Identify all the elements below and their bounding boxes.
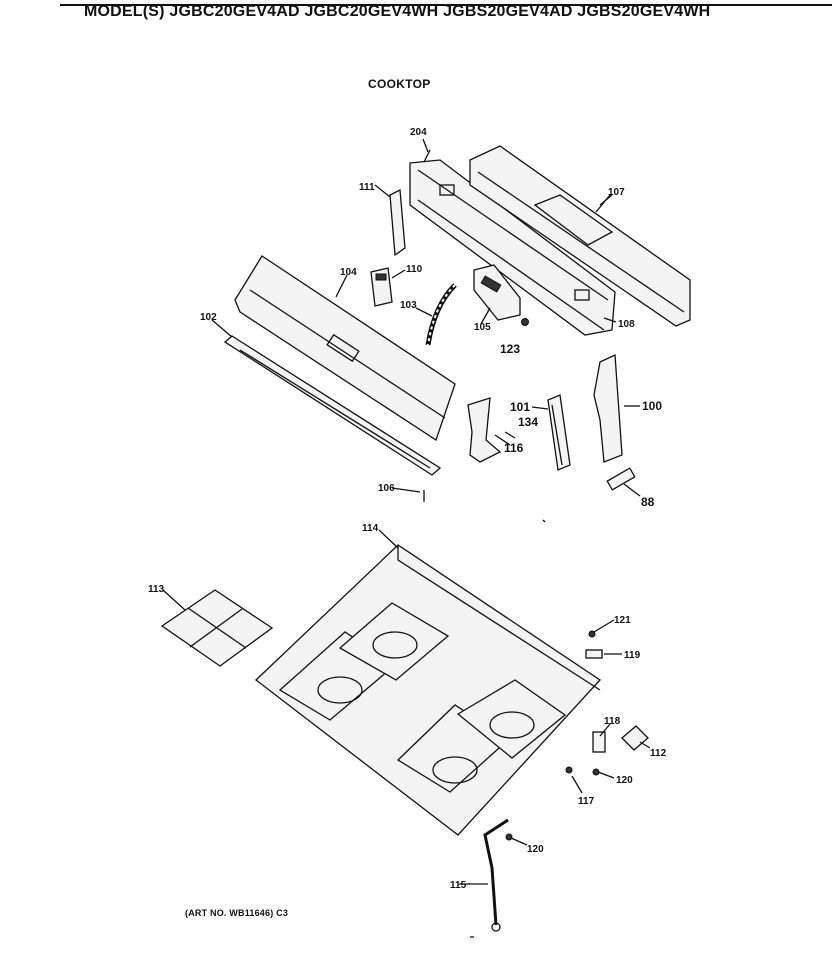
callout-115: 115 xyxy=(450,880,467,891)
callout-104: 104 xyxy=(340,267,357,278)
part-102-trim-strip xyxy=(223,335,442,476)
callout-120-b: 120 xyxy=(527,844,544,855)
part-103-wire-harness xyxy=(425,283,457,346)
part-110-switch xyxy=(370,267,393,307)
part-134-clip xyxy=(504,431,516,439)
callout-118: 118 xyxy=(604,716,621,727)
registration-mark xyxy=(542,519,546,523)
header-rule xyxy=(60,4,832,6)
part-119-bracket xyxy=(585,649,603,659)
callout-113: 113 xyxy=(148,584,165,595)
part-116-side-bracket xyxy=(467,397,502,463)
art-number: (ART NO. WB11646) C3 xyxy=(185,908,289,918)
callout-116: 116 xyxy=(504,441,524,455)
callout-112: 112 xyxy=(650,748,667,759)
callout-117: 117 xyxy=(578,796,595,807)
callout-204: 204 xyxy=(410,127,427,138)
part-204-rear-panel xyxy=(409,149,616,336)
part-117-screw xyxy=(565,766,573,774)
part-104-backsplash xyxy=(234,255,456,442)
callout-134: 134 xyxy=(518,415,538,429)
part-120-screw-b xyxy=(505,833,513,841)
callout-105: 105 xyxy=(474,322,491,333)
model-line: MODEL(S) JGBC20GEV4AD JGBC20GEV4WH JGBS2… xyxy=(84,3,711,20)
callout-107: 107 xyxy=(608,187,625,198)
callout-123: 123 xyxy=(500,342,520,356)
part-113-grate xyxy=(160,589,274,667)
callout-88: 88 xyxy=(641,495,655,509)
part-101-vertical-bracket xyxy=(547,394,571,471)
part-115-gas-line xyxy=(483,818,509,932)
callout-120-a: 120 xyxy=(616,775,633,786)
callout-119: 119 xyxy=(624,650,641,661)
section-title: COOKTOP xyxy=(368,77,431,91)
part-88-end-cap xyxy=(606,467,636,491)
part-100-side-trim xyxy=(593,354,623,463)
callout-100: 100 xyxy=(642,399,662,413)
callout-111: 111 xyxy=(359,182,375,193)
part-107-backguard-cover xyxy=(469,145,691,327)
callout-110: 110 xyxy=(406,264,423,275)
callout-121: 121 xyxy=(614,615,631,626)
part-123-screw xyxy=(521,318,529,326)
callout-114: 114 xyxy=(362,523,379,534)
part-111-end-bracket xyxy=(374,184,406,257)
part-105-clock-module xyxy=(473,264,521,321)
part-121-screw xyxy=(588,630,596,638)
callout-106: 106 xyxy=(378,483,395,494)
part-114-cooktop xyxy=(255,544,601,836)
callout-101: 101 xyxy=(510,400,530,414)
callout-108: 108 xyxy=(618,319,635,330)
leader-lines xyxy=(162,138,651,885)
part-112-igniter xyxy=(621,725,649,751)
part-118-bracket xyxy=(592,731,606,753)
callout-103: 103 xyxy=(400,300,417,311)
callout-102: 102 xyxy=(200,312,217,323)
